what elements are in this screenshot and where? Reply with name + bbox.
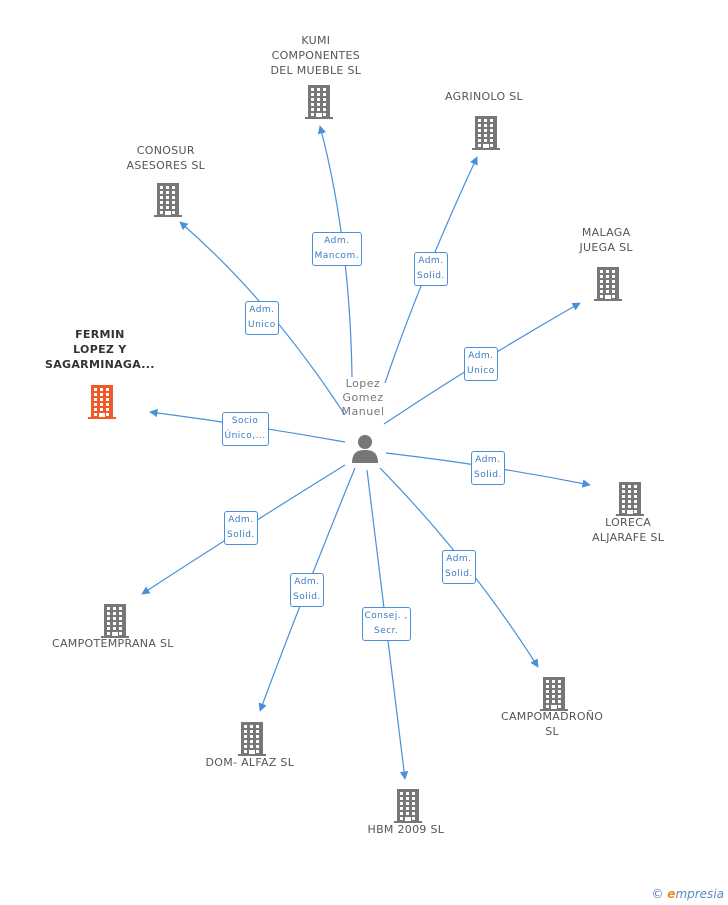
brand-e: e [667, 887, 676, 901]
edge-label-line: Adm. [228, 515, 254, 525]
company-label-line: LORECA [605, 516, 652, 529]
building-icon[interactable] [472, 116, 500, 155]
company-label-line: CONOSUR [136, 144, 195, 157]
edge-label-line: Adm. [468, 351, 494, 361]
edge-label-line: Unico [467, 366, 495, 376]
edge-label-line: Consej. , [364, 611, 408, 621]
edge-label-line: Adm. [446, 554, 472, 564]
person-name-line: Gomez [342, 391, 384, 404]
edge-label-line: Solid. [227, 530, 255, 540]
company-label-line: SL [545, 725, 559, 738]
edge-label-line: Socio [231, 416, 259, 426]
edge-label-line: Adm. [294, 577, 320, 587]
edge-label-line: Secr. [373, 626, 399, 636]
copyright-symbol: © [651, 887, 664, 901]
company-label-malaga[interactable]: MALAGA JUEGA SL [580, 225, 633, 255]
company-label-line: ALJARAFE SL [592, 531, 665, 544]
edge-label-malaga[interactable]: Adm. Unico [464, 347, 498, 381]
edge-label-line: Único,... [224, 431, 266, 441]
edge-label-conosur[interactable]: Adm. Unico [245, 301, 279, 335]
person-name-line: Manuel [341, 405, 385, 418]
footer-brand: © empresia [651, 887, 724, 901]
edge-label-line: Solid. [293, 592, 321, 602]
building-icon[interactable] [616, 482, 644, 521]
company-label-line: FERMIN [75, 328, 125, 341]
company-label-line: CAMPOMADROÑO [501, 710, 604, 723]
company-label-conosur[interactable]: CONOSUR ASESORES SL [127, 143, 206, 173]
company-label-line: SAGARMINAGA... [45, 358, 155, 371]
company-label-line: AGRINOLO SL [445, 90, 523, 103]
edge-label-agrinolo[interactable]: Adm. Solid. [414, 252, 448, 286]
company-label-loreca[interactable]: LORECA ALJARAFE SL [592, 515, 664, 545]
company-label-fermin[interactable]: FERMIN LOPEZ Y SAGARMINAGA... [45, 327, 155, 372]
company-label-line: CAMPOTEMPRANA SL [52, 637, 174, 650]
person-name-line: Lopez [345, 377, 381, 390]
edge-label-line: Unico [248, 320, 276, 330]
edge-label-kumi[interactable]: Adm. Mancom. [311, 232, 363, 266]
edge-label-line: Solid. [445, 569, 473, 579]
edge-label-line: Mancom. [314, 251, 360, 261]
company-label-campotemprana[interactable]: CAMPOTEMPRANA SL [52, 636, 174, 651]
edge-label-line: Adm. [475, 455, 501, 465]
company-label-line: DOM- ALFAZ SL [205, 756, 295, 769]
company-label-domalfaz[interactable]: DOM- ALFAZ SL [206, 755, 295, 770]
company-label-line: HBM 2009 SL [367, 823, 445, 836]
building-icon[interactable] [238, 722, 266, 761]
building-icon[interactable] [88, 385, 116, 424]
edge-label-line: Adm. [418, 256, 444, 266]
edge-label-campomadrono[interactable]: Adm. Solid. [442, 550, 476, 584]
company-label-campomadrono[interactable]: CAMPOMADROÑO SL [501, 709, 603, 739]
person-icon[interactable] [350, 433, 380, 468]
company-label-line: ASESORES SL [126, 159, 206, 172]
edge-label-loreca[interactable]: Adm. Solid. [471, 451, 505, 485]
edge-label-domalfaz[interactable]: Adm. Solid. [290, 573, 324, 607]
building-icon[interactable] [305, 85, 333, 124]
company-label-agrinolo[interactable]: AGRINOLO SL [445, 89, 523, 104]
building-icon[interactable] [540, 677, 568, 716]
company-label-line: MALAGA [581, 226, 631, 239]
company-label-hbm[interactable]: HBM 2009 SL [368, 822, 445, 837]
company-label-line: JUEGA SL [579, 241, 633, 254]
company-label-kumi[interactable]: KUMI COMPONENTES DEL MUEBLE SL [271, 33, 362, 78]
building-icon[interactable] [594, 267, 622, 306]
building-icon[interactable] [154, 183, 182, 222]
company-label-line: KUMI [301, 34, 331, 47]
company-label-line: DEL MUEBLE SL [270, 64, 362, 77]
company-label-line: COMPONENTES [271, 49, 361, 62]
building-icon[interactable] [101, 604, 129, 643]
edge-label-line: Solid. [417, 271, 445, 281]
edge-label-line: Adm. [249, 305, 275, 315]
building-icon[interactable] [394, 789, 422, 828]
edge-label-line: Adm. [324, 236, 350, 246]
edge-label-campotemprana[interactable]: Adm. Solid. [224, 511, 258, 545]
brand-name: mpresia [675, 887, 724, 901]
edge-label-line: Solid. [474, 470, 502, 480]
edge-label-hbm[interactable]: Consej. , Secr. [361, 607, 411, 641]
company-label-line: LOPEZ Y [73, 343, 127, 356]
